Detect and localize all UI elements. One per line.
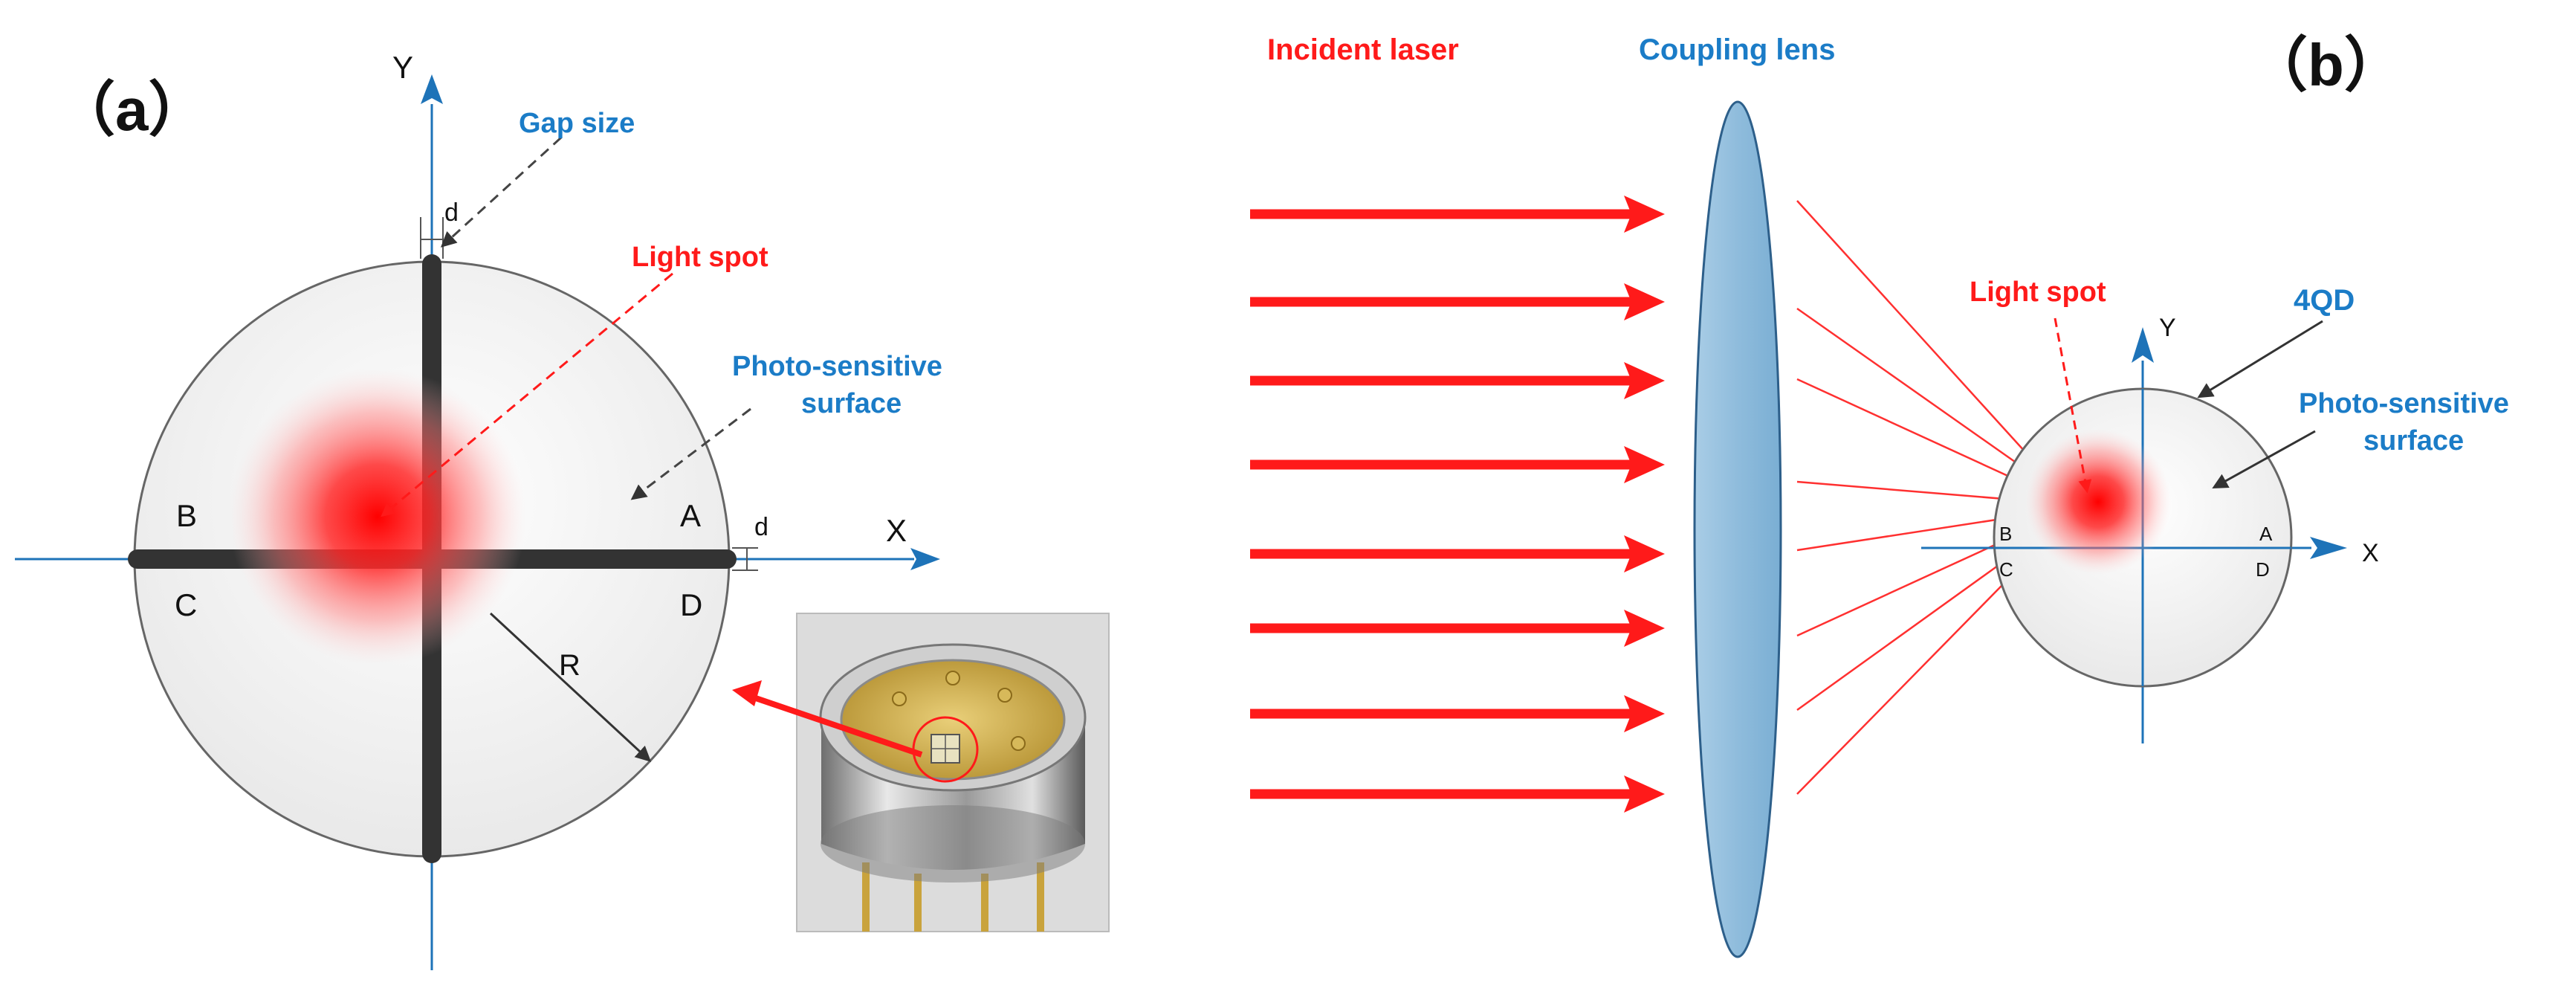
light-spot-label-b: Light spot bbox=[1970, 277, 2106, 308]
detector-4qd-label: 4QD bbox=[2294, 284, 2355, 317]
quadrant-a-label: A bbox=[680, 498, 701, 533]
photo-surface-label-b-line1: Photo-sensitive bbox=[2299, 388, 2509, 419]
panel-a-label: （a） bbox=[56, 77, 208, 143]
quadrant-d-label: D bbox=[680, 587, 702, 622]
b-quadrant-d-label: D bbox=[2256, 558, 2270, 581]
detector-4qd-pointer bbox=[2197, 320, 2323, 399]
panel-b-y-axis-arrowhead bbox=[2132, 327, 2154, 363]
panel-a-x-label: X bbox=[886, 513, 907, 548]
incident-laser-beams bbox=[1250, 196, 1665, 813]
radius-arrow bbox=[489, 612, 652, 762]
panel-a: （a） Y X A B C D d Gap size d Lig bbox=[15, 50, 1110, 970]
b-quadrant-a-label: A bbox=[2259, 523, 2273, 545]
light-spot-a bbox=[229, 368, 526, 665]
coupling-lens-label: Coupling lens bbox=[1639, 33, 1835, 66]
light-spot-pointer-a bbox=[381, 272, 673, 517]
light-spot-label-a: Light spot bbox=[632, 242, 768, 273]
inset-pointer bbox=[745, 692, 923, 758]
photo-surface-label-b-line2: surface bbox=[2363, 425, 2464, 456]
b-quadrant-c-label: C bbox=[1999, 558, 2013, 581]
photo-surface-label-a-line1: Photo-sensitive bbox=[732, 351, 942, 382]
photo-surface-pointer-b bbox=[2212, 430, 2316, 489]
inset-pointer-head bbox=[732, 680, 762, 706]
refracted-rays bbox=[1796, 200, 2041, 795]
gap-size-pointer bbox=[440, 136, 563, 248]
coupling-lens bbox=[1693, 100, 1782, 958]
b-quadrant-b-label: B bbox=[1999, 523, 2012, 545]
quadrant-c-label: C bbox=[175, 587, 197, 622]
quadrant-b-label: B bbox=[176, 498, 197, 533]
panel-b-y-label: Y bbox=[2159, 314, 2176, 342]
panel-b-label: （b） bbox=[2248, 32, 2404, 98]
incident-laser-label: Incident laser bbox=[1267, 33, 1459, 66]
photo-surface-label-a-line2: surface bbox=[801, 388, 902, 419]
panel-a-y-label: Y bbox=[392, 50, 413, 85]
radius-label: R bbox=[559, 649, 580, 682]
gap-size-label: Gap size bbox=[519, 108, 635, 139]
panel-b: （b） Incident laser Coupling lens bbox=[1250, 32, 2509, 958]
panel-b-x-label: X bbox=[2362, 539, 2379, 567]
inset-photo bbox=[796, 613, 1110, 932]
photo-surface-pointer-a bbox=[630, 407, 751, 500]
gap-dim-d-top: d bbox=[444, 199, 459, 227]
gap-dim-d-right: d bbox=[754, 513, 768, 541]
panel-a-x-axis-arrowhead bbox=[910, 548, 940, 570]
panel-b-x-axis-arrowhead bbox=[2310, 537, 2347, 559]
light-spot-b bbox=[2025, 429, 2171, 575]
panel-a-y-axis-arrowhead bbox=[421, 74, 443, 104]
